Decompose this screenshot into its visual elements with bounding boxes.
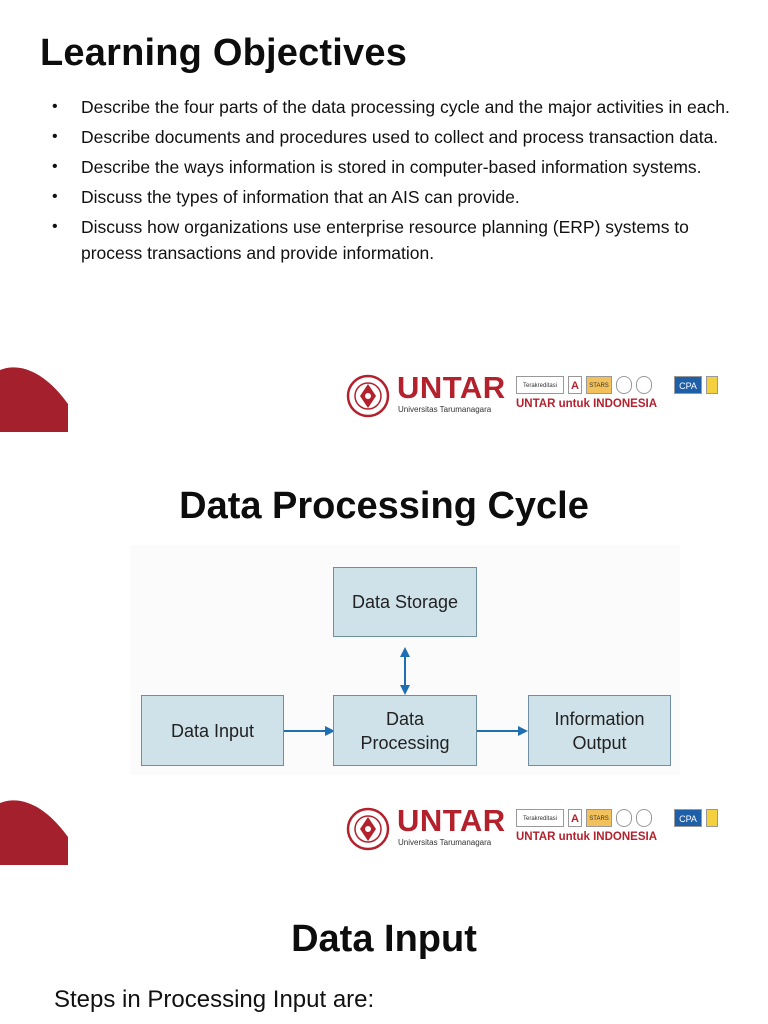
tagline-prefix: UNTAR — [516, 398, 556, 410]
competence-badge-icon — [722, 376, 752, 394]
bullet-icon: • — [52, 128, 58, 145]
bullet-text: Describe the four parts of the data proc… — [81, 97, 730, 117]
list-item: • Describe documents and procedures used … — [52, 124, 742, 150]
tagline-suffix: INDONESIA — [593, 831, 658, 843]
flag-badge-icon — [656, 809, 670, 827]
award-badge-icon — [706, 376, 718, 394]
red-corner-shape — [0, 362, 68, 432]
slide-title: Learning Objectives — [40, 32, 408, 74]
bullet-text: Describe documents and procedures used t… — [81, 127, 719, 147]
untar-logo-bar: UNTAR Universitas Tarumanagara Terakredi… — [346, 803, 756, 855]
grade-a-badge: A — [568, 376, 582, 394]
tagline-suffix: INDONESIA — [593, 398, 658, 410]
slide-title: Data Processing Cycle — [179, 485, 589, 527]
bullet-text: Discuss how organizations use enterprise… — [81, 217, 689, 263]
slide-title: Data Input — [291, 918, 477, 960]
accreditation-badge: Terakreditasi — [516, 809, 564, 827]
node-data-storage: Data Storage — [333, 567, 477, 637]
untar-wordmark: UNTAR — [397, 803, 506, 838]
list-item: • Discuss how organizations use enterpris… — [52, 214, 742, 266]
accreditation-badge: Terakreditasi — [516, 376, 564, 394]
seal-badge-icon — [616, 809, 632, 827]
slide-learning-objectives: Learning Objectives • Describe the four p… — [0, 0, 768, 435]
stars-badge: STARS — [586, 376, 612, 394]
node-label-line: Output — [572, 732, 627, 753]
tagline-mid: untuk — [555, 831, 594, 843]
node-label-line: Information — [554, 708, 645, 729]
untar-tagline: UNTAR untuk INDONESIA — [516, 398, 657, 410]
untar-seal-icon — [346, 807, 390, 851]
slide-data-input: Data Input Steps in Processing Input are… — [0, 868, 768, 1024]
untar-seal-icon — [346, 374, 390, 418]
untar-tagline: UNTAR untuk INDONESIA — [516, 831, 657, 843]
node-label-line: Processing — [360, 732, 450, 753]
seal-badge-icon — [636, 376, 652, 394]
list-item: • Discuss the types of information that a… — [52, 184, 742, 210]
cpa-badge: CPA — [674, 809, 702, 827]
seal-badge-icon — [616, 376, 632, 394]
node-label-line: Data — [385, 708, 425, 729]
untar-wordmark: UNTAR — [397, 370, 506, 405]
competence-badge-icon — [722, 809, 752, 827]
processing-cycle-diagram: Data Storage Data Input Data Processing … — [130, 545, 680, 775]
accreditation-badges: Terakreditasi A STARS CPA — [516, 376, 756, 394]
node-data-input: Data Input — [141, 695, 284, 766]
stars-badge: STARS — [586, 809, 612, 827]
steps-heading: Steps in Processing Input are: — [54, 986, 375, 1013]
untar-subtitle: Universitas Tarumanagara — [398, 838, 492, 847]
flag-badge-icon — [656, 376, 670, 394]
tagline-mid: untuk — [555, 398, 594, 410]
bullet-icon: • — [52, 218, 58, 235]
red-corner-shape — [0, 795, 68, 865]
accreditation-badges: Terakreditasi A STARS CPA — [516, 809, 756, 827]
list-item: • Describe the four parts of the data pro… — [52, 94, 742, 120]
tagline-prefix: UNTAR — [516, 831, 556, 843]
bullet-text: Discuss the types of information that an… — [81, 187, 520, 207]
node-data-processing: Data Processing — [333, 695, 477, 766]
untar-logo-bar: UNTAR Universitas Tarumanagara Terakredi… — [346, 370, 756, 422]
list-item: • Describe the ways information is stored… — [52, 154, 742, 180]
award-badge-icon — [706, 809, 718, 827]
diagram-arrows — [284, 647, 528, 736]
bullet-icon: • — [52, 158, 58, 175]
node-information-output: Information Output — [528, 695, 671, 766]
seal-badge-icon — [636, 809, 652, 827]
slide-data-processing-cycle: Data Processing Cycle Data Storage Data … — [0, 435, 768, 868]
bullet-text: Describe the ways information is stored … — [81, 157, 702, 177]
bullet-icon: • — [52, 98, 58, 115]
grade-a-badge: A — [568, 809, 582, 827]
untar-subtitle: Universitas Tarumanagara — [398, 405, 492, 414]
cpa-badge: CPA — [674, 376, 702, 394]
objectives-list: • Describe the four parts of the data pro… — [52, 94, 742, 270]
bullet-icon: • — [52, 188, 58, 205]
